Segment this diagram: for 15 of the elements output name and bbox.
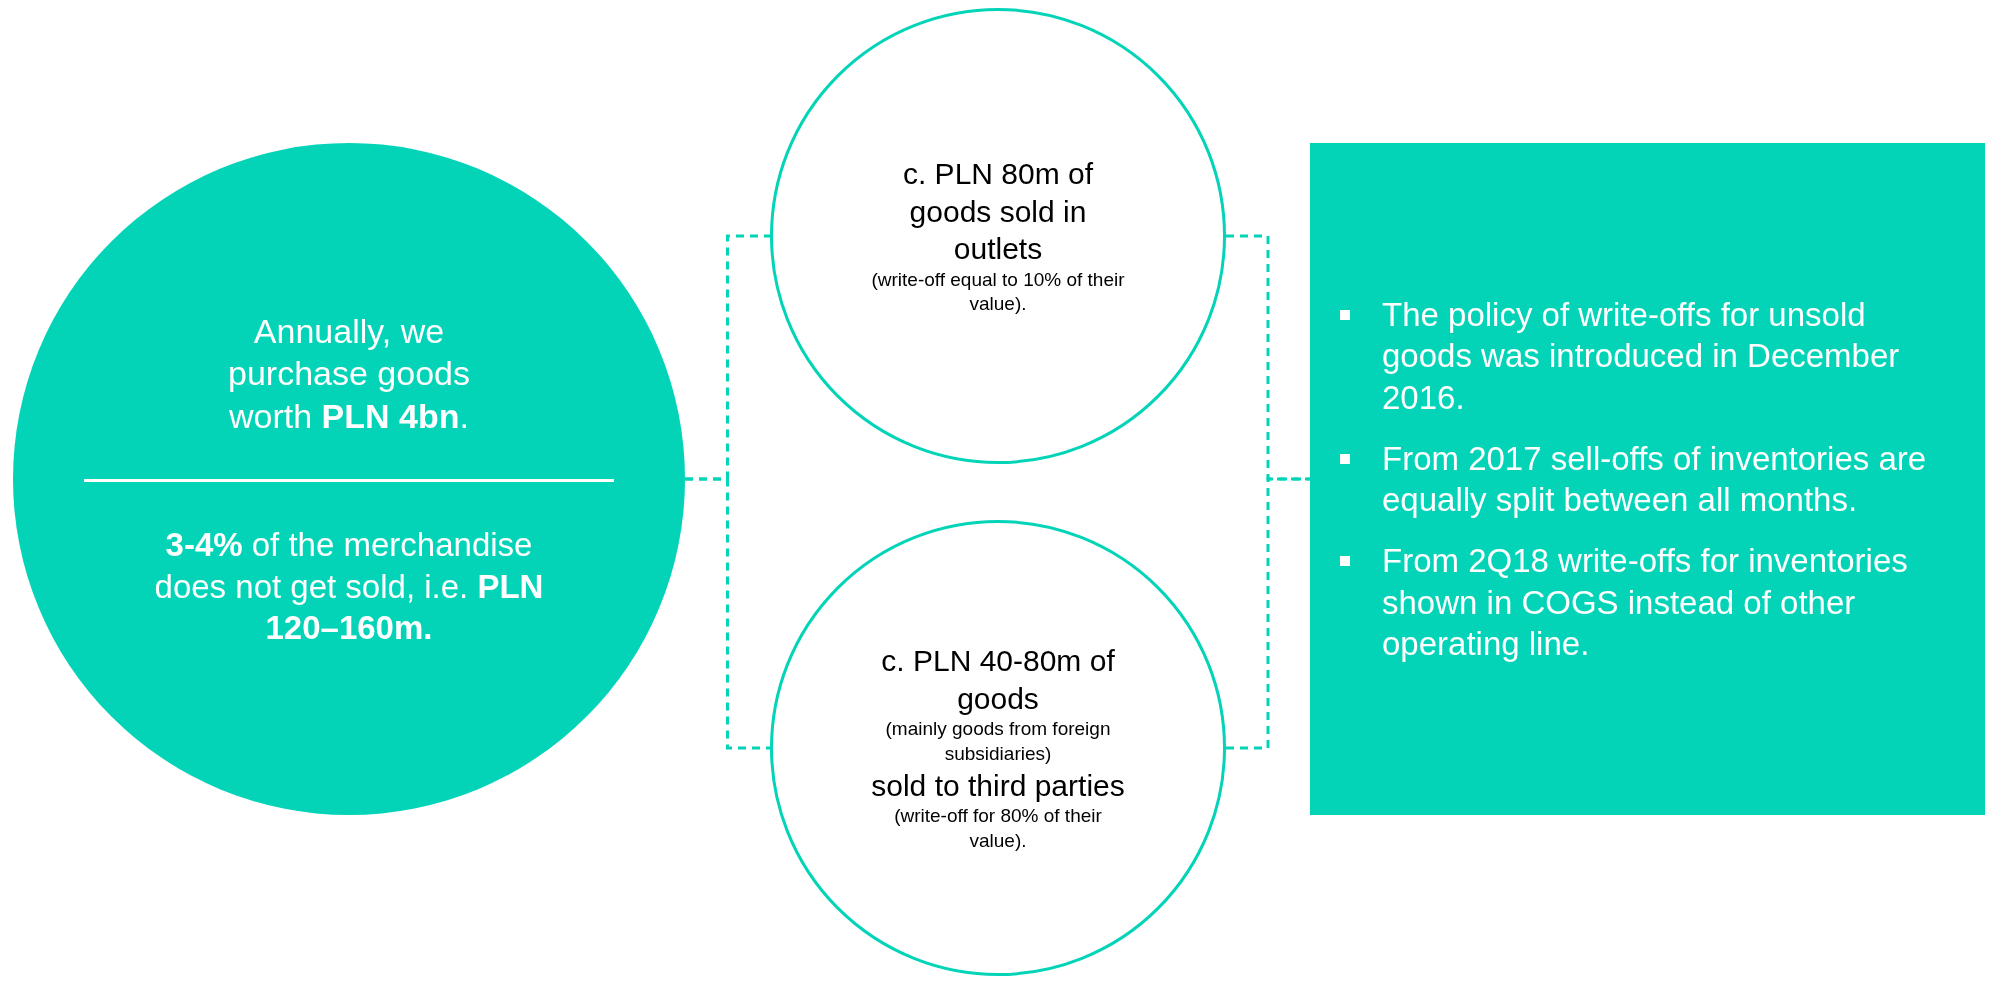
bullet-text: The policy of write-offs for unsold goods was introduced in December 2016. xyxy=(1382,295,1901,418)
note-text: (mainly goods from foreign subsidiaries) xyxy=(884,717,1112,767)
connector-line xyxy=(1226,477,1310,750)
connector-line xyxy=(685,477,770,750)
note-text: (write-off equal to 10% of their value). xyxy=(870,267,1126,317)
connector-line xyxy=(1226,234,1310,481)
circle-text: c. PLN 80m of goods sold in outlets xyxy=(901,156,1095,268)
circle-text: c. PLN 40-80m of goods xyxy=(880,643,1116,717)
circle-text: Annually, we purchase goods worth PLN 4bn. xyxy=(227,310,471,437)
info-panel xyxy=(1310,143,1985,815)
bullet-text: From 2017 sell-offs of inventories are equally split between all months. xyxy=(1382,438,1928,520)
circle-text: sold to third parties xyxy=(870,767,1126,804)
note-text: (write-off for 80% of their value). xyxy=(893,804,1103,853)
circle-text: 3-4% of the merchandise does not get sold, i.e. PLN 120–160m. xyxy=(153,525,545,648)
bullet-text: From 2Q18 write-offs for inventories shown in COGS instead of other operating line. xyxy=(1382,541,1909,664)
